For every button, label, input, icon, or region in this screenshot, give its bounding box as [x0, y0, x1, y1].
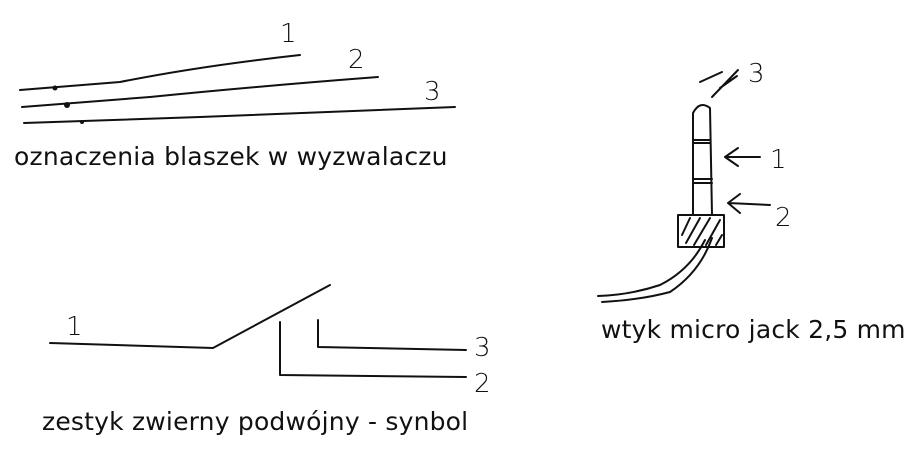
contact-line-3 — [23, 106, 456, 124]
plug-label-3: 3 — [748, 59, 765, 89]
plug-label-2: 2 — [775, 203, 792, 233]
switch-symbol: 1 3 2 — [49, 284, 491, 399]
switch-label-1: 1 — [66, 312, 83, 342]
switch-label-2: 2 — [474, 369, 491, 399]
caption-switch-symbol: zestyk zwierny podwójny - synbol — [42, 407, 469, 436]
trigger-label-1: 1 — [280, 19, 297, 49]
trigger-label-3: 3 — [424, 77, 441, 107]
plug-label-1: 1 — [770, 145, 787, 175]
switch-label-3: 3 — [474, 333, 491, 363]
trigger-label-2: 2 — [348, 45, 365, 75]
caption-plug: wtyk micro jack 2,5 mm — [601, 315, 906, 344]
caption-trigger-contacts: oznaczenia blaszek w wyzwalaczu — [14, 142, 448, 171]
contact-line-1 — [19, 54, 301, 91]
jack-plug-drawing: 3 1 2 — [597, 59, 792, 303]
contact-line-2 — [21, 76, 379, 108]
trigger-contact-lines: 1 2 3 — [19, 19, 456, 124]
